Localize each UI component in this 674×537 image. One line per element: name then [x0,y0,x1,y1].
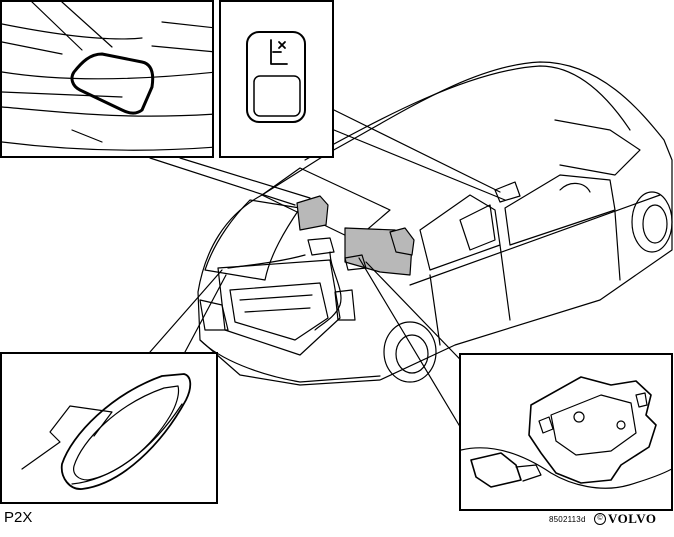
lamp-edge [71,403,183,485]
shelf-lines [2,2,212,98]
lamp-body [60,373,192,490]
front-seat [459,204,496,251]
leader-line-tr-2 [333,129,506,201]
belt-connector [470,452,522,488]
leader-line-bl [149,269,223,353]
lamp-mount [21,405,113,470]
door-line [429,211,621,346]
front-wheel-inner [642,204,668,244]
belt-strap [314,251,342,331]
leader-line-br [358,257,463,431]
seat-headrest-right [389,227,415,256]
trunk-inner-lines [239,294,313,313]
detail-panel-bracket [459,353,673,511]
reference-number: 8502113d [549,515,586,524]
bracket-slots [538,392,648,434]
windshield [554,119,641,176]
side-window-rear [419,194,501,271]
brand-logo: VOLVO [608,511,657,526]
leader-line-tl [149,157,296,206]
bracket-flange [550,394,637,456]
rear-wheel-inner [395,334,429,374]
trunk-opening [217,259,341,356]
shelf-clip [71,129,103,143]
belt-mechanism [307,237,367,271]
leader-line-tl-2 [179,157,311,199]
beltline [409,194,661,286]
detail-panel-lamp [0,352,218,504]
connector-plug [515,464,542,482]
steering-wheel [559,182,591,193]
rear-wheel [383,321,437,383]
bracket-base [528,376,657,484]
detail-panel-rear-shelf [0,0,214,158]
shelf-edge [2,106,212,151]
tail-lamp [199,299,229,331]
button-face [253,75,301,117]
seat-headrest-left [296,195,329,231]
headrest-cover [70,52,155,115]
copyright-icon: © [594,513,606,525]
leader-line-bl-2 [184,274,227,353]
front-wheel [631,191,673,253]
bracket-hole-2 [616,420,626,430]
button-frame [246,31,306,123]
belt-strap-2 [227,254,306,269]
shelf-detail [151,21,212,53]
rear-bumper [199,339,381,383]
belt-top-right [494,181,521,203]
seat-symbol-icon [270,39,288,65]
lamp-lens [73,385,180,481]
figure-code: P2X [4,509,33,526]
side-window-front [504,174,616,246]
car-body-outline [197,61,673,386]
trunk-floor [229,282,329,341]
detail-panel-seat-button [219,0,334,158]
leader-line-tr [333,109,501,193]
bracket-hole [573,411,585,423]
belt-cable [461,447,671,489]
